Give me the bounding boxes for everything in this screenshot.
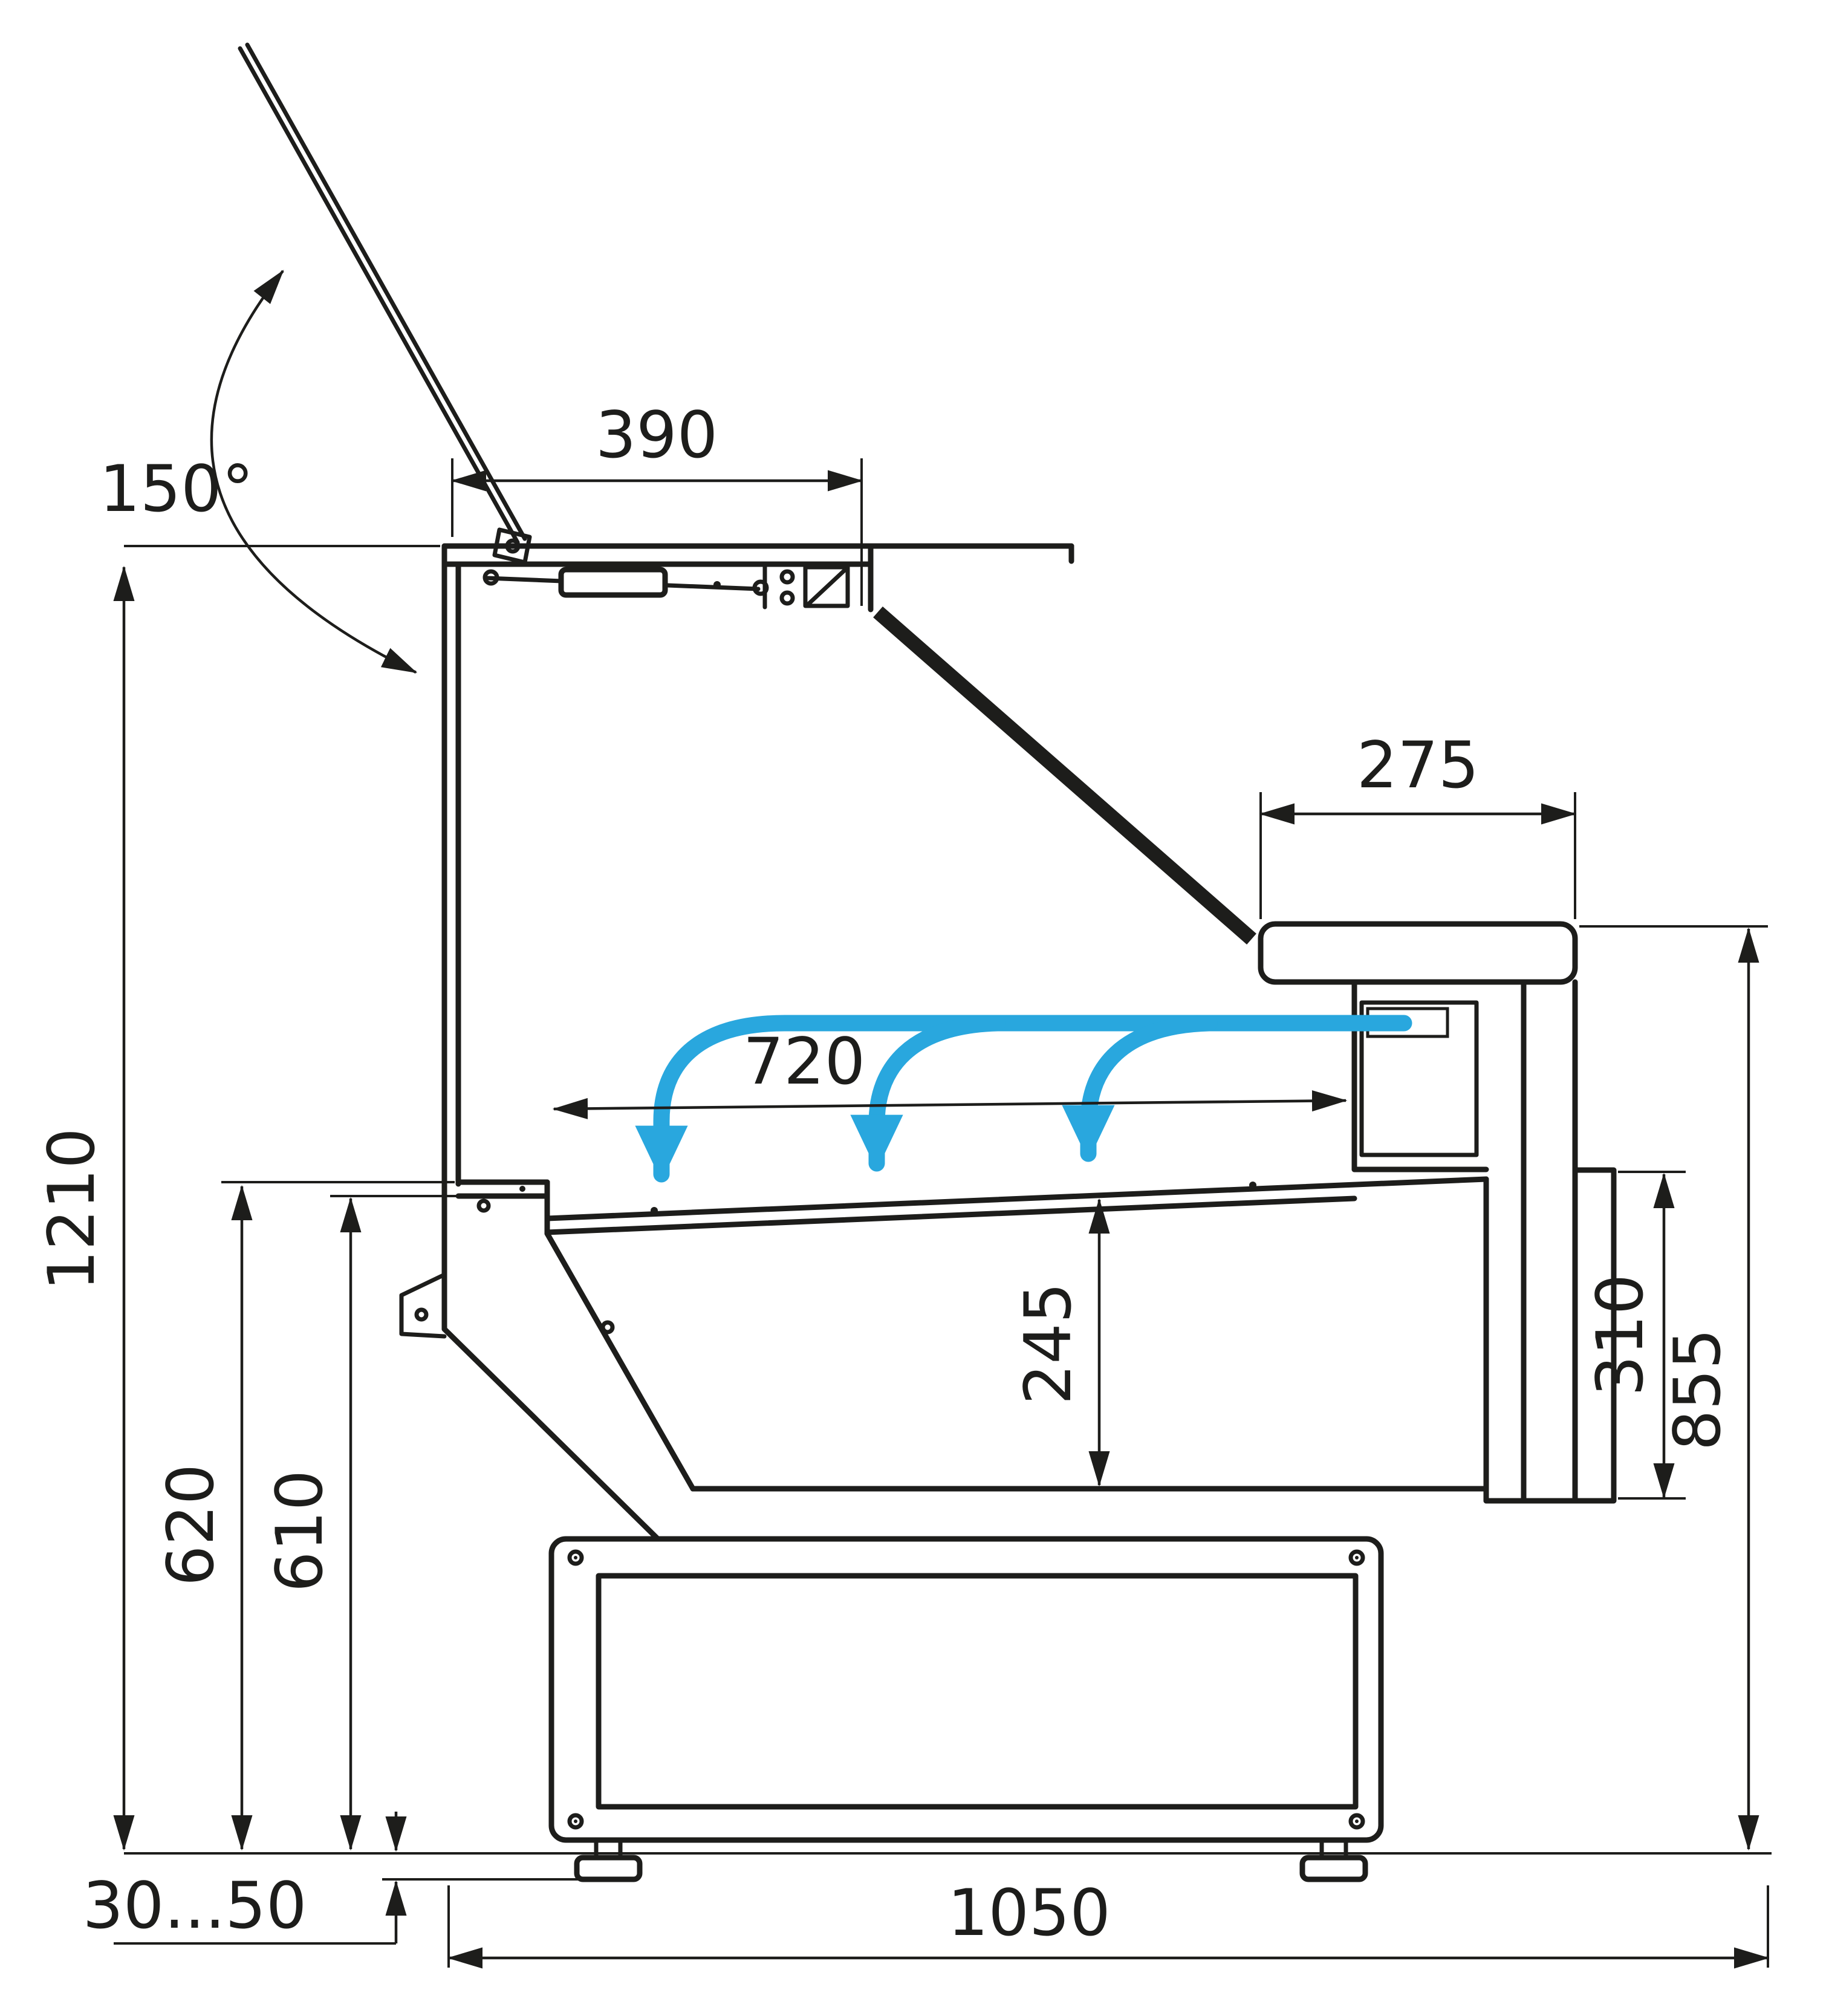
dim-label-1210: 1210: [34, 1128, 109, 1291]
rear-panel-block: [1572, 1167, 1617, 1504]
adjustable-foot-front: [574, 1838, 643, 1882]
dim-label-620: 620: [154, 1464, 228, 1586]
dim-1050: [447, 1885, 1770, 1969]
display-deck: [544, 1176, 1489, 1235]
airflow-branch-right: [1062, 1015, 1218, 1162]
dimensions: [113, 270, 1772, 1969]
dim-30-50: [114, 1812, 586, 1945]
dim-label-610: 610: [262, 1470, 337, 1592]
dim-620: [221, 1181, 455, 1851]
condensate-well: [544, 1231, 1489, 1492]
dim-310: [1618, 1171, 1686, 1500]
dim-label-390: 390: [596, 398, 718, 472]
airflow-branch-middle: [850, 1015, 1006, 1172]
dim-610: [330, 1195, 544, 1851]
gas-strut: [482, 567, 769, 598]
open-lid: [238, 42, 532, 565]
canopy: [441, 543, 1074, 613]
base-cabinet: [548, 1536, 1384, 1843]
rear-counter: [1258, 921, 1617, 1504]
dim-label-angle: 150°: [99, 452, 253, 526]
dim-label-310: 310: [1583, 1274, 1657, 1396]
dim-855: [1579, 925, 1768, 1851]
dim-390: [450, 458, 863, 606]
dim-angle-150: [210, 270, 418, 674]
dimension-labels: 150° 390 275 720 1210 620 610 245 310 85…: [34, 398, 1735, 1950]
dim-1210: [113, 545, 440, 1851]
dim-label-855: 855: [1660, 1328, 1735, 1451]
counter-structure: [238, 42, 1617, 1882]
dim-label-30-50: 30...50: [83, 1868, 307, 1943]
lower-front-panel: [399, 1272, 661, 1542]
adjustable-foot-rear: [1299, 1838, 1368, 1882]
dim-label-245: 245: [1011, 1283, 1085, 1405]
dim-label-720: 720: [743, 1024, 865, 1099]
dim-label-1050: 1050: [947, 1876, 1111, 1950]
slanted-glass: [873, 606, 1256, 945]
front-glass-panel: [441, 543, 461, 1332]
front-deck-joint: [455, 1179, 550, 1237]
dim-275: [1259, 792, 1577, 919]
dim-label-275: 275: [1357, 728, 1479, 802]
dim-720: [552, 1090, 1348, 1119]
